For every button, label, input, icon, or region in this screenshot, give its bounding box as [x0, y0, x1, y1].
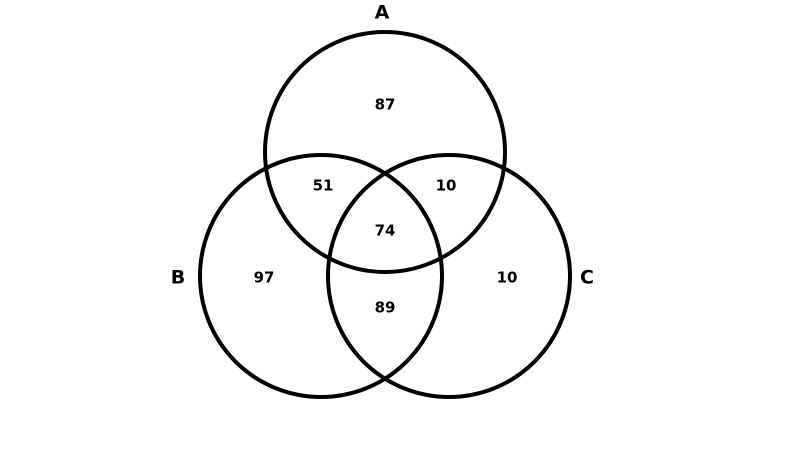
region-value-a-and-c: 10 — [436, 177, 457, 195]
region-value-a-and-b: 51 — [313, 177, 334, 195]
region-value-c-only: 10 — [497, 269, 518, 287]
region-value-a-b-and-c: 74 — [375, 222, 396, 240]
circle-set-c[interactable] — [326, 153, 572, 399]
set-label-b: B — [171, 267, 185, 289]
region-value-a-only: 87 — [375, 96, 396, 114]
circle-set-a[interactable] — [263, 30, 507, 274]
region-value-b-only: 97 — [254, 269, 275, 287]
set-label-a: A — [375, 2, 390, 24]
region-value-b-and-c: 89 — [375, 299, 396, 317]
set-label-c: C — [580, 267, 594, 289]
circle-set-b[interactable] — [198, 153, 444, 399]
